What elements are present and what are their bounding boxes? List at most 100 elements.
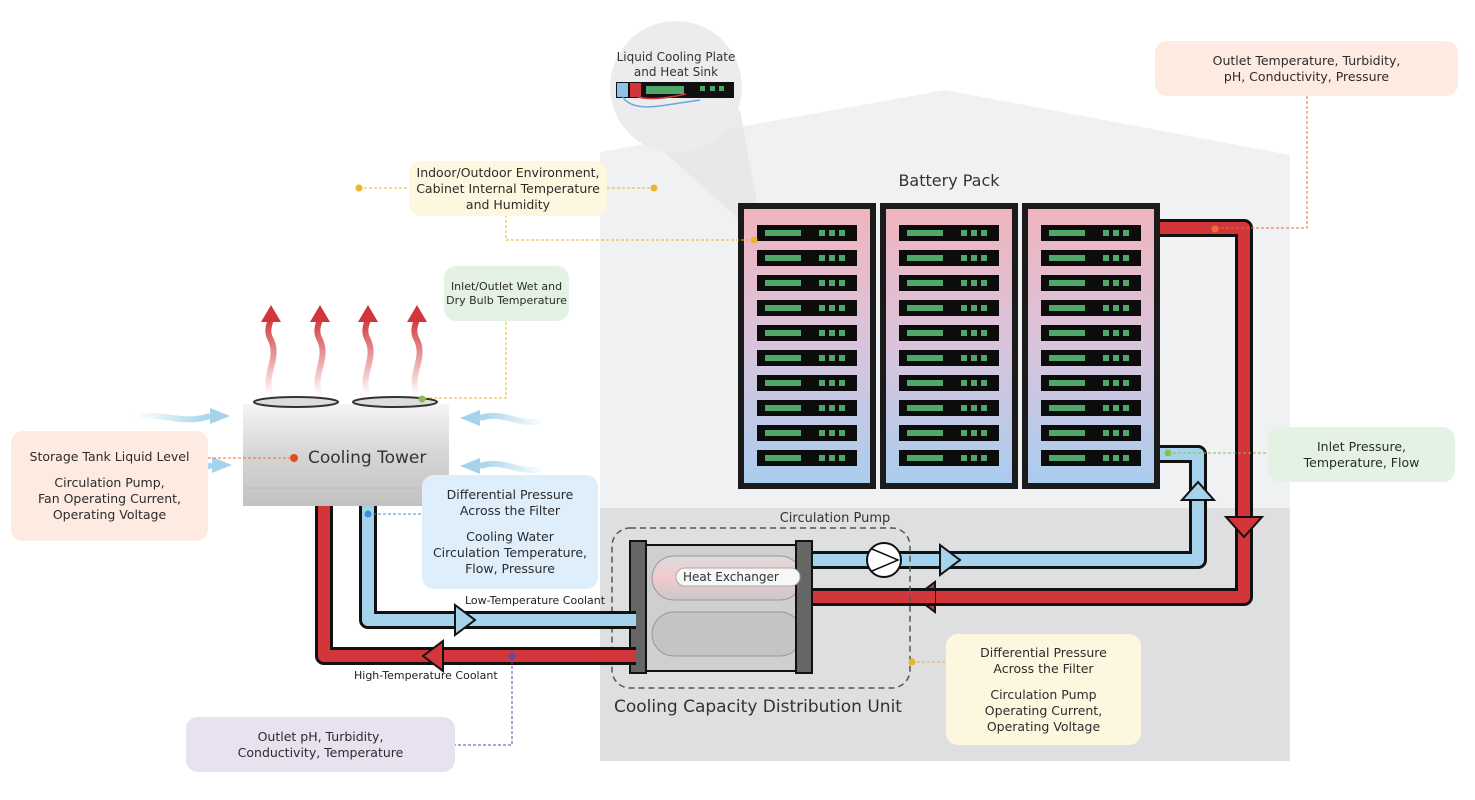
battery-module	[899, 375, 999, 391]
battery-module	[757, 225, 857, 241]
callout-line: Differential Pressure	[446, 487, 574, 502]
battery-module	[1041, 250, 1141, 266]
up-arrow-heat-icon	[358, 305, 378, 397]
status-led-icon	[971, 455, 977, 461]
cold-up-arrow-icon	[1179, 480, 1217, 501]
battery-module	[1041, 450, 1141, 466]
module-bar	[907, 430, 943, 436]
module-body	[1041, 425, 1141, 441]
heat-exchanger-label: Heat Exchanger	[683, 570, 779, 584]
status-led-icon	[981, 355, 987, 361]
status-led-icon	[819, 455, 825, 461]
status-led-icon	[961, 230, 967, 236]
callout-inlet-parameters: Inlet Pressure, Temperature, Flow	[1268, 427, 1455, 482]
status-led-icon	[1113, 455, 1119, 461]
module-bar	[765, 380, 801, 386]
status-led-icon	[1123, 355, 1129, 361]
rack-column	[1022, 203, 1160, 489]
status-led-icon	[839, 230, 845, 236]
status-led-icon	[839, 355, 845, 361]
pump-icon	[866, 542, 902, 578]
callout-line: Across the Filter	[459, 503, 561, 518]
status-led-icon	[1123, 405, 1129, 411]
module-body	[899, 425, 999, 441]
heat-exhaust-arrows	[261, 305, 427, 397]
battery-module	[757, 300, 857, 316]
callout-line: Indoor/Outdoor Environment,	[416, 164, 600, 180]
status-led-icon	[981, 405, 987, 411]
callout-line: Differential Pressure	[980, 644, 1107, 660]
callout-line: Outlet pH, Turbidity,	[257, 728, 384, 744]
module-bar	[907, 455, 943, 461]
module-bar	[907, 305, 943, 311]
module-body	[899, 300, 999, 316]
status-led-icon	[961, 330, 967, 336]
callout-line: Across the Filter	[993, 660, 1094, 676]
battery-module	[757, 425, 857, 441]
status-led-icon	[839, 305, 845, 311]
status-led-icon	[1103, 355, 1109, 361]
callout-line: Inlet Pressure,	[1317, 438, 1406, 454]
heat-exchanger	[629, 540, 813, 674]
high-temp-coolant-label: High-Temperature Coolant	[354, 669, 498, 682]
battery-module	[757, 450, 857, 466]
module-bar	[765, 305, 801, 311]
module-bar	[765, 430, 801, 436]
status-led-icon	[829, 255, 835, 261]
battery-module	[1041, 425, 1141, 441]
module-body	[757, 250, 857, 266]
module-body	[1041, 375, 1141, 391]
tower-fan-right	[352, 396, 438, 408]
status-led-icon	[1103, 280, 1109, 286]
battery-module	[899, 325, 999, 341]
status-led-icon	[981, 280, 987, 286]
status-led-icon	[819, 255, 825, 261]
module-bar	[1049, 230, 1085, 236]
battery-module	[899, 450, 999, 466]
status-led-icon	[1103, 255, 1109, 261]
cooling-plate-label-1: Liquid Cooling Plate	[617, 50, 736, 64]
module-body	[899, 400, 999, 416]
cold-right-arrow-icon	[939, 543, 962, 577]
module-body	[757, 375, 857, 391]
status-led-icon	[829, 280, 835, 286]
circulation-pump-label: Circulation Pump	[780, 511, 891, 526]
cooling-tower	[243, 396, 449, 506]
status-led-icon	[1123, 230, 1129, 236]
module-bar	[1049, 305, 1085, 311]
battery-module	[1041, 400, 1141, 416]
module-bar	[1049, 330, 1085, 336]
module-bar	[765, 455, 801, 461]
status-led-icon	[819, 430, 825, 436]
status-led-icon	[1113, 280, 1119, 286]
battery-module	[757, 325, 857, 341]
status-led-icon	[971, 380, 977, 386]
battery-module	[899, 275, 999, 291]
status-led-icon	[981, 255, 987, 261]
status-led-icon	[1123, 455, 1129, 461]
rack-column	[738, 203, 876, 489]
status-led-icon	[1103, 330, 1109, 336]
status-led-icon	[1123, 380, 1129, 386]
status-led-icon	[829, 430, 835, 436]
battery-module	[1041, 325, 1141, 341]
battery-module	[899, 400, 999, 416]
callout-line: Cooling Water	[466, 529, 554, 544]
callout-filter-tower: Differential Pressure Across the Filter …	[422, 475, 598, 589]
callout-line: Operating Current,	[984, 702, 1103, 718]
rack-frame	[738, 203, 876, 489]
module-bar	[907, 255, 943, 261]
cold-tower-pipe	[359, 505, 636, 637]
module-bar	[907, 330, 943, 336]
module-body	[899, 375, 999, 391]
module-bar	[1049, 380, 1085, 386]
module-body	[757, 400, 857, 416]
cooling-plate-label-2: and Heat Sink	[634, 65, 718, 79]
callout-line: Dry Bulb Temperature	[446, 293, 567, 307]
cooling-tower-label: Cooling Tower	[308, 448, 426, 468]
module-body	[1041, 325, 1141, 341]
module-bar	[907, 380, 943, 386]
status-led-icon	[971, 330, 977, 336]
status-led-icon	[981, 455, 987, 461]
module-bar	[907, 280, 943, 286]
